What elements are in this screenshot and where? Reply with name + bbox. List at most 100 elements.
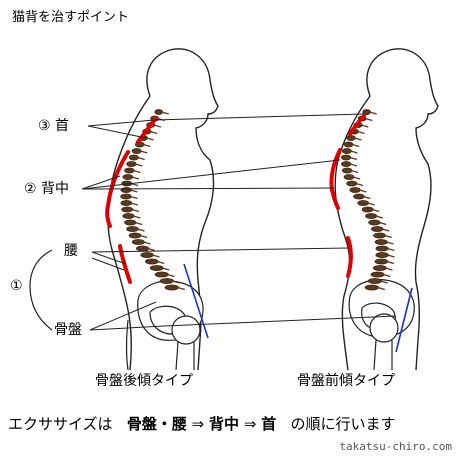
right-spinous-process bbox=[379, 221, 387, 226]
left-vertebra bbox=[128, 232, 142, 239]
left-spinous-process bbox=[131, 176, 140, 180]
right-spinous-process bbox=[367, 202, 375, 206]
label-neck: ③ 首 bbox=[38, 118, 70, 134]
left-spinous-process bbox=[162, 267, 170, 271]
left-vertebra bbox=[149, 265, 164, 271]
right-spinous-process bbox=[349, 163, 358, 167]
footer-step-3: 首 bbox=[261, 415, 277, 433]
left-spine bbox=[120, 109, 185, 291]
left-spinous-process bbox=[133, 169, 141, 174]
left-spinous-process bbox=[177, 286, 185, 291]
left-spinous-process bbox=[153, 124, 162, 128]
leader-lines bbox=[81, 113, 397, 331]
right-vertebra bbox=[349, 187, 361, 193]
left-spinous-process bbox=[152, 254, 160, 258]
left-femur-head bbox=[171, 315, 201, 345]
left-spinous-process bbox=[140, 150, 148, 154]
left-spinous-process bbox=[172, 280, 180, 284]
left-spinous-process bbox=[133, 215, 141, 219]
right-body-outline bbox=[334, 48, 439, 371]
left-femur bbox=[175, 341, 195, 371]
right-vertebra bbox=[372, 265, 387, 271]
right-spinous-process bbox=[369, 111, 377, 115]
right-vertebra bbox=[367, 278, 383, 284]
left-back-highlight bbox=[105, 150, 130, 228]
right-spinous-process bbox=[375, 215, 384, 219]
left-spinous-process bbox=[130, 195, 138, 200]
exercise-order-text: エクササイズは 骨盤・腰 ⇒ 背中 ⇒ 首 の順に行います bbox=[8, 413, 396, 434]
right-vertebra bbox=[341, 148, 352, 154]
label-upper-back: ② 背中 bbox=[24, 181, 70, 197]
right-spinous-process bbox=[380, 280, 388, 284]
right-spinous-process bbox=[387, 247, 395, 252]
left-vertebra bbox=[122, 174, 134, 180]
left-vertebra bbox=[154, 271, 169, 278]
right-spinous-process bbox=[384, 234, 392, 239]
right-spinous-process bbox=[385, 267, 393, 271]
right-spinous-process bbox=[383, 273, 391, 278]
footer-step-1: 骨盤・腰 bbox=[126, 415, 187, 433]
right-spinous-process bbox=[352, 176, 361, 180]
right-spinous-process bbox=[361, 124, 369, 128]
right-vertebra bbox=[365, 213, 378, 219]
left-vertebra bbox=[122, 213, 135, 219]
caption-posterior-tilt: 骨盤後傾タイプ bbox=[95, 373, 193, 389]
left-vertebra bbox=[136, 245, 150, 252]
left-vertebra bbox=[159, 278, 174, 284]
right-vertebra bbox=[343, 141, 354, 148]
group-bracket bbox=[29, 249, 53, 331]
diagram-title: 猫背を治すポイント bbox=[12, 10, 130, 25]
right-spinous-process bbox=[349, 156, 358, 161]
left-spinous-process bbox=[149, 130, 158, 135]
footer-step-2: 背中 bbox=[209, 415, 240, 433]
left-spinous-process bbox=[130, 202, 139, 206]
right-femur-head bbox=[369, 313, 399, 343]
label-waist: 腰 bbox=[64, 243, 78, 259]
right-vertebra bbox=[346, 135, 356, 141]
left-spinous-process bbox=[146, 137, 154, 141]
right-waist-highlight bbox=[346, 236, 353, 278]
right-vertebra bbox=[374, 239, 388, 245]
left-vertebra bbox=[128, 154, 139, 161]
left-spinous-process bbox=[147, 247, 156, 252]
right-vertebra bbox=[370, 271, 385, 278]
right-vertebra bbox=[361, 206, 374, 213]
left-vertebra bbox=[121, 206, 134, 213]
left-spinous-process bbox=[137, 228, 145, 232]
left-spinous-process bbox=[130, 189, 138, 193]
left-vertebra bbox=[131, 239, 145, 245]
left-vertebra bbox=[124, 167, 135, 174]
right-vertebra bbox=[341, 161, 352, 167]
right-spinous-process bbox=[386, 260, 395, 265]
right-vertebra bbox=[371, 226, 384, 232]
right-neck-highlight bbox=[348, 114, 366, 136]
footer-arrow-1: ⇒ bbox=[191, 415, 205, 433]
caption-anterior-tilt: 骨盤前傾タイプ bbox=[297, 373, 395, 389]
right-femur bbox=[373, 339, 393, 371]
left-spinous-process bbox=[131, 208, 140, 213]
left-spinous-process bbox=[143, 241, 151, 245]
footer-prefix: エクササイズは bbox=[8, 415, 113, 433]
left-pelvis-line bbox=[183, 263, 209, 339]
left-vertebra bbox=[164, 284, 180, 291]
right-vertebra bbox=[346, 180, 358, 187]
right-vertebra bbox=[341, 167, 353, 174]
left-vertebra bbox=[120, 200, 133, 206]
right-vertebra bbox=[374, 258, 389, 265]
right-vertebra bbox=[364, 284, 380, 291]
footer-arrow-2: ⇒ bbox=[243, 415, 257, 433]
right-spinous-process bbox=[355, 182, 364, 187]
left-spinous-process bbox=[137, 156, 145, 161]
left-vertebra bbox=[126, 226, 139, 232]
left-spinous-process bbox=[157, 260, 165, 265]
right-spinous-process bbox=[387, 254, 395, 258]
right-vertebra bbox=[368, 219, 381, 226]
left-spinous-process bbox=[143, 143, 151, 148]
left-vertebra bbox=[120, 193, 132, 200]
right-pelvis-line bbox=[395, 287, 413, 353]
right-spinous-process bbox=[386, 241, 394, 245]
left-vertebra bbox=[145, 258, 159, 265]
footer-suffix: の順に行います bbox=[290, 415, 396, 433]
left-vertebra bbox=[131, 148, 142, 154]
